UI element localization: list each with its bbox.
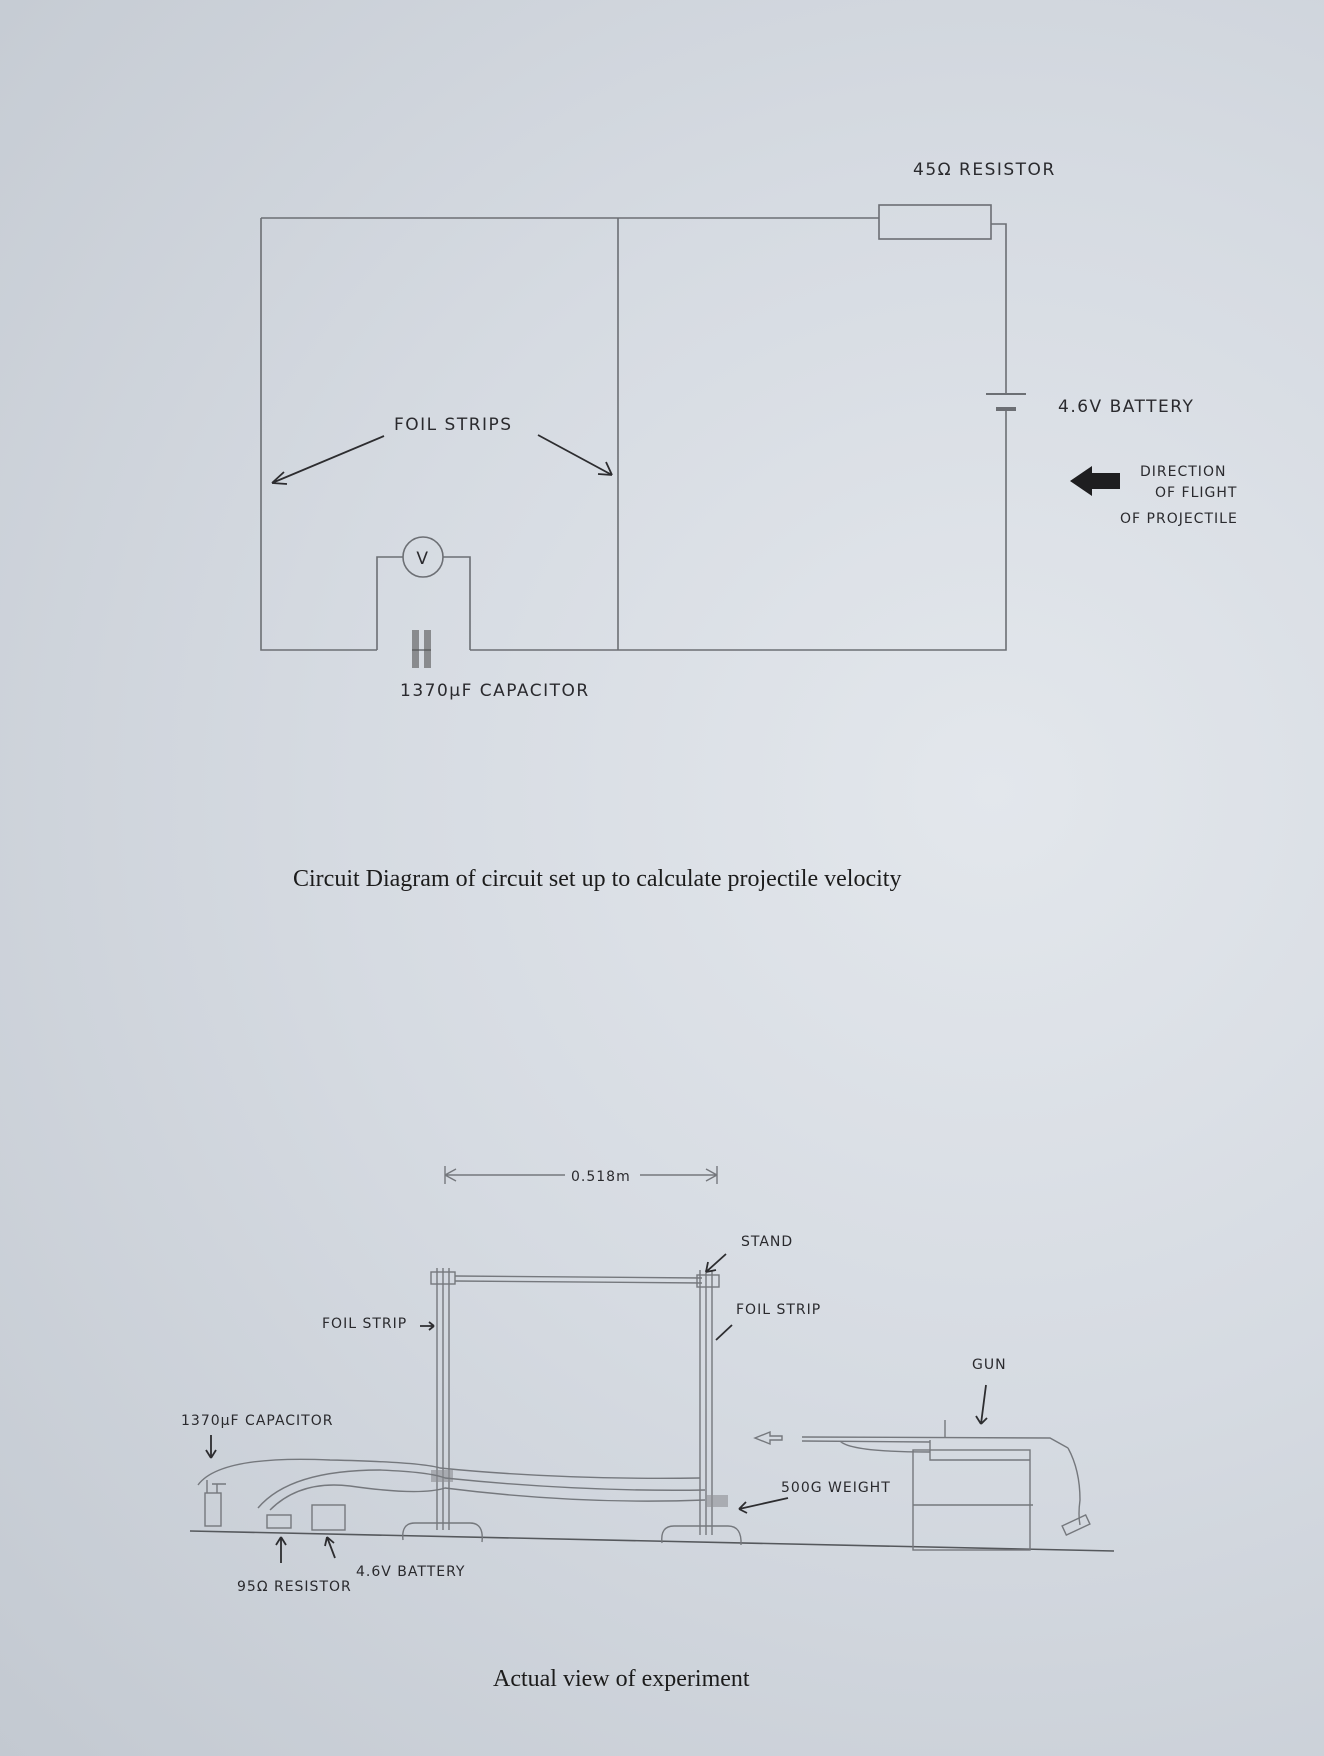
crossbar [454, 1275, 703, 1284]
resistor-label: 95Ω RESISTOR [237, 1579, 352, 1595]
distance-label: 0.518m [571, 1169, 631, 1185]
wires [197, 1458, 706, 1511]
circuit-caption: Circuit Diagram of circuit set up to cal… [293, 866, 901, 892]
left-stand [402, 1268, 483, 1543]
capacitor-component [204, 1480, 226, 1527]
capacitor-label: 1370μF CAPACITOR [181, 1413, 333, 1429]
resistor-component [266, 1514, 292, 1529]
flight-direction-arrow-icon [753, 1430, 783, 1446]
voltmeter-label: V [416, 549, 429, 569]
arrow-icon [738, 1497, 789, 1514]
weight-label: 500G WEIGHT [781, 1480, 891, 1496]
capacitor-symbol [412, 630, 431, 668]
resistor-symbol [878, 204, 992, 240]
battery-label: 4.6V BATTERY [1058, 397, 1194, 417]
circuit-wires [260, 217, 1007, 651]
direction-label-line1: DIRECTION [1140, 464, 1226, 480]
direction-label-line2: OF FLIGHT [1155, 485, 1237, 501]
battery-component [311, 1504, 346, 1531]
distance-dimension: 0.518m [444, 1166, 718, 1185]
foil-strip-right-label: FOIL STRIP [736, 1302, 821, 1318]
arrow-icon [271, 435, 385, 485]
foil-strips-label: FOIL STRIPS [394, 415, 513, 435]
circuit-diagram: V 45Ω RESISTOR 4.6V BATTERY DIRECTION OF… [260, 160, 1238, 892]
resistor-label: 45Ω RESISTOR [913, 160, 1056, 180]
battery-label: 4.6V BATTERY [356, 1564, 465, 1580]
capacitor-label: 1370μF CAPACITOR [400, 681, 590, 701]
stand-label: STAND [741, 1234, 793, 1250]
arrow-left-icon [1070, 466, 1120, 496]
arrow-icon [324, 1536, 336, 1559]
experiment-caption: Actual view of experiment [493, 1666, 750, 1692]
gun-and-table [753, 1420, 1091, 1551]
arrow-icon [205, 1435, 217, 1459]
gun-label: GUN [972, 1357, 1007, 1373]
arrow-icon [975, 1384, 988, 1425]
ground-line [189, 1530, 1115, 1552]
arrow-icon [275, 1536, 287, 1563]
arrow-icon [537, 434, 613, 476]
direction-label-line3: OF PROJECTILE [1120, 511, 1238, 527]
foil-strip-left-label: FOIL STRIP [322, 1316, 407, 1332]
experiment-sketch: 0.518m [181, 1166, 1115, 1692]
battery-symbol [986, 393, 1026, 411]
right-stand [661, 1270, 742, 1546]
arrow-icon [420, 1321, 435, 1331]
arrow-icon [715, 1324, 733, 1341]
voltmeter-symbol: V [376, 536, 471, 650]
arrow-icon [705, 1253, 727, 1273]
